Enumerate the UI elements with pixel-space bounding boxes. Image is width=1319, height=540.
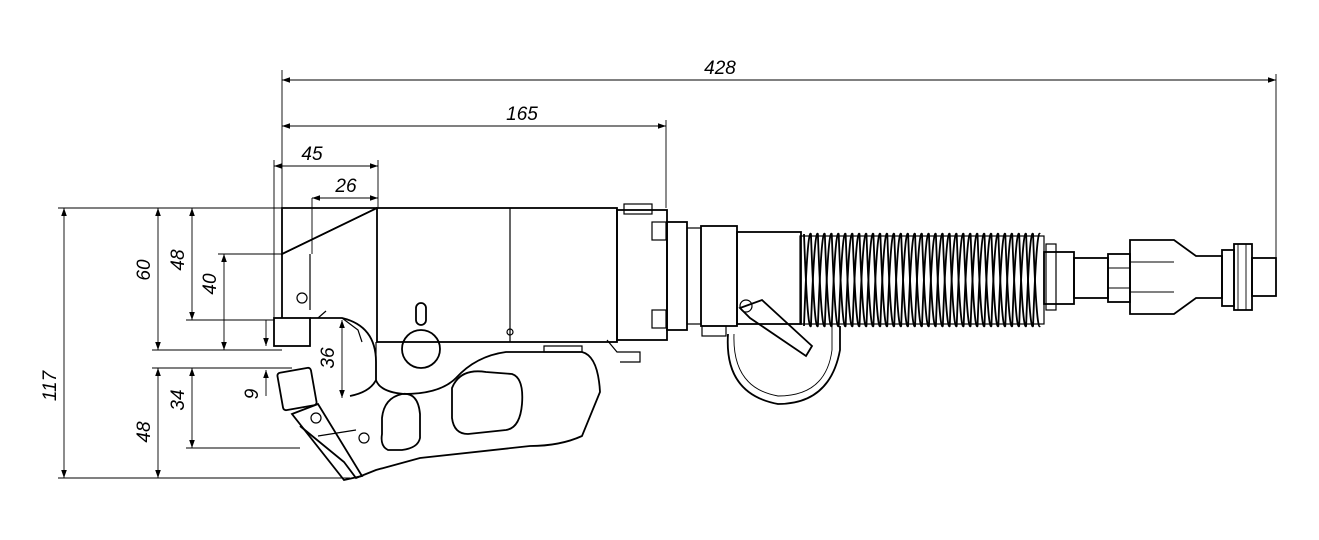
coupling-notch-top	[651, 221, 667, 241]
dim-428: 428	[704, 58, 736, 79]
die-tab	[317, 310, 327, 319]
coupling-ring	[616, 209, 668, 341]
lower-die-holder	[290, 402, 364, 482]
frame-lug	[543, 345, 583, 353]
dim-117: 117	[40, 369, 61, 401]
knob-slot	[415, 302, 427, 326]
bellows-spring-back	[803, 232, 1041, 328]
dim-48-lower: 48	[134, 421, 155, 443]
head-body	[376, 207, 618, 343]
hose-adapter	[1043, 251, 1075, 305]
dim-40: 40	[200, 273, 221, 295]
dimension-lines: 428 165 45 26 60 48 40 9 36	[40, 58, 1277, 479]
guard-clip	[701, 325, 727, 337]
frame-window-small	[380, 392, 421, 451]
coupling-foot	[606, 339, 641, 363]
frame-inner	[341, 317, 363, 343]
hex-nut-large	[1129, 239, 1223, 315]
neck-ring-3	[700, 225, 738, 327]
head-screw	[506, 328, 514, 336]
dim-60: 60	[134, 259, 155, 281]
lower-die	[276, 366, 318, 412]
hose-adapter-flange	[1045, 243, 1057, 311]
coupling-top-tab	[623, 203, 653, 215]
dim-26: 26	[334, 176, 357, 197]
hex-nut-small	[1107, 253, 1131, 303]
quick-coupler-nipple	[1251, 257, 1277, 297]
coupling-notch-bottom	[651, 309, 667, 329]
neck-ring-2	[686, 227, 702, 325]
neck-ring-1	[666, 221, 688, 331]
dim-34: 34	[168, 389, 189, 410]
dim-165: 165	[506, 104, 538, 125]
jaw-pin	[296, 292, 308, 304]
tool-outline	[273, 203, 1277, 482]
trigger	[738, 298, 814, 358]
quick-coupler-collar	[1221, 249, 1235, 307]
dim-36: 36	[318, 347, 339, 369]
release-knob	[401, 329, 441, 369]
lower-link	[317, 429, 357, 437]
lower-pin-2	[358, 432, 370, 444]
trigger-guard	[726, 326, 841, 405]
upper-die	[273, 317, 311, 347]
jaw-bevel	[281, 207, 378, 255]
frame-window-large	[451, 370, 524, 435]
dim-9: 9	[242, 388, 263, 399]
dim-48-upper: 48	[168, 249, 189, 271]
dim-45: 45	[301, 144, 323, 165]
frame-lower	[299, 351, 601, 480]
quick-coupler-body	[1233, 243, 1253, 311]
trigger-pivot	[739, 299, 753, 313]
hose-fitting	[1073, 257, 1109, 299]
handle-body	[736, 231, 802, 325]
trigger-guard-inner	[733, 326, 833, 397]
lower-pin	[310, 412, 322, 424]
